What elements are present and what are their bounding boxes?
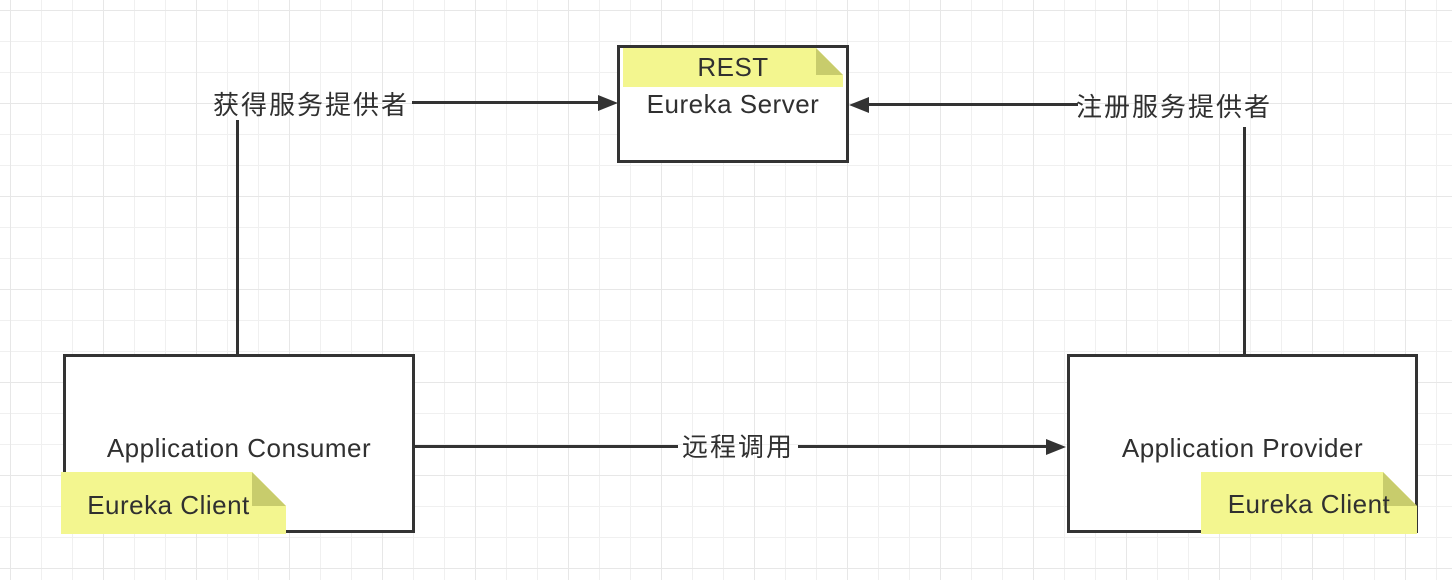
node-title: Application Provider [1121,433,1364,463]
edge-register-vline[interactable] [1243,127,1246,354]
node-title: Eureka Server [646,89,820,119]
sticky-note-label: Eureka Client [87,489,250,520]
edge-label-register-providers[interactable]: 注册服务提供者 [1076,92,1273,122]
edge-fetch-hline[interactable] [412,101,600,104]
edge-fetch-vline[interactable] [236,120,239,354]
sticky-note-paper [61,472,286,534]
edge-invoke-line-right[interactable] [798,445,1046,448]
edge-label-fetch-providers[interactable]: 获得服务提供者 [212,90,409,120]
edge-invoke-line-left[interactable] [415,445,678,448]
arrowhead-into-server-right [849,97,869,113]
sticky-note-label: Eureka Client [1227,488,1391,519]
node-title: Application Consumer [106,433,372,463]
sticky-note-paper [623,48,843,87]
node-eureka-server[interactable]: REST Eureka Server [617,45,849,163]
sticky-note-eureka-client-provider[interactable]: Eureka Client [1201,472,1417,534]
sticky-note-eureka-client-consumer[interactable]: Eureka Client [61,472,286,534]
edge-label-remote-invoke[interactable]: 远程调用 [681,432,794,462]
sticky-note-rest[interactable]: REST [623,48,843,87]
edge-register-hline[interactable] [869,103,1078,106]
arrowhead-into-provider [1046,439,1066,455]
sticky-note-paper [1201,472,1417,534]
arrowhead-into-server-left [598,95,618,111]
sticky-note-label: REST [697,52,769,82]
